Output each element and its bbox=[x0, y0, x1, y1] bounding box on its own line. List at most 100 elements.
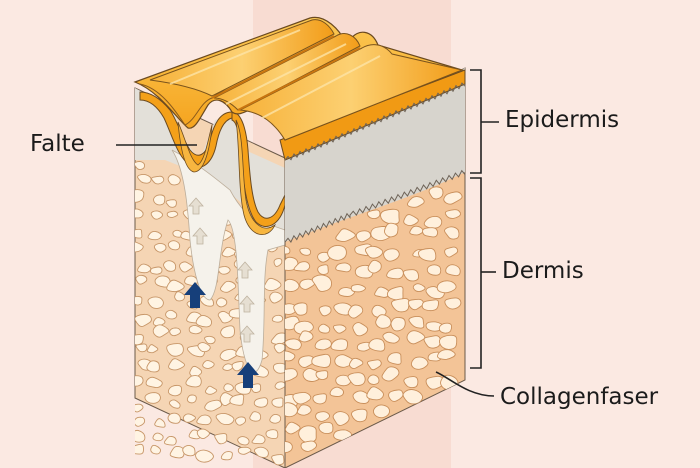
collagen-fiber bbox=[163, 260, 177, 272]
collagen-fiber bbox=[407, 196, 425, 208]
collagen-fiber bbox=[273, 258, 283, 267]
collagen-fiber bbox=[349, 357, 364, 369]
collagen-fiber bbox=[165, 199, 177, 208]
collagen-fiber bbox=[215, 412, 235, 426]
collagen-fiber bbox=[314, 338, 332, 351]
collagen-fiber bbox=[135, 375, 144, 387]
collagen-fiber bbox=[335, 228, 356, 242]
collagen-fiber bbox=[438, 334, 458, 350]
collagen-fiber bbox=[408, 315, 425, 329]
collagen-fiber bbox=[205, 385, 218, 395]
collagen-fiber bbox=[237, 446, 252, 455]
collagen-fiber bbox=[410, 356, 429, 370]
collagen-fiber bbox=[202, 360, 215, 369]
collagen-fiber bbox=[335, 374, 352, 387]
collagen-fiber bbox=[391, 298, 410, 313]
collagen-fiber bbox=[285, 402, 299, 418]
collagen-fiber bbox=[332, 324, 347, 334]
collagen-fiber bbox=[152, 432, 164, 442]
collagen-fiber bbox=[285, 278, 300, 292]
collagen-fiber bbox=[273, 342, 285, 354]
collagen-fiber bbox=[166, 210, 179, 218]
collagen-fiber bbox=[135, 228, 143, 239]
collagen-fiber bbox=[216, 297, 228, 308]
collagen-fiber bbox=[335, 262, 352, 273]
collagen-fiber bbox=[293, 320, 314, 335]
collagen-fiber bbox=[382, 331, 400, 344]
collagen-fiber bbox=[163, 435, 177, 446]
collagen-fiber bbox=[373, 404, 391, 419]
collagen-fiber bbox=[285, 421, 301, 435]
collagen-fiber bbox=[219, 348, 239, 362]
collagen-fiber bbox=[219, 280, 237, 293]
collagen-fiber bbox=[135, 208, 144, 219]
collagen-fiber bbox=[423, 215, 443, 229]
collagen-fiber bbox=[271, 397, 284, 408]
collagen-fiber bbox=[271, 314, 284, 323]
collagen-fiber bbox=[135, 241, 144, 253]
collagen-fiber bbox=[437, 349, 456, 360]
collagen-fibers-side bbox=[285, 186, 463, 454]
collagen-fiber bbox=[196, 428, 210, 440]
collagen-fiber bbox=[444, 297, 462, 310]
collagen-fiber bbox=[428, 186, 444, 200]
collagen-fiber bbox=[167, 412, 181, 424]
collagen-fiber bbox=[271, 454, 285, 466]
collagen-fiber bbox=[298, 330, 314, 343]
side-face bbox=[279, 67, 466, 468]
collagen-fiber bbox=[251, 434, 266, 445]
collagen-fiber bbox=[229, 393, 245, 406]
collagen-fiber bbox=[169, 327, 182, 337]
collagen-fiber bbox=[231, 360, 244, 372]
arrow-up-faded-icon bbox=[188, 197, 255, 343]
collagen-fiber bbox=[383, 248, 400, 262]
collagen-fiber bbox=[299, 278, 316, 290]
collagen-fiber bbox=[444, 246, 459, 258]
collagen-fiber bbox=[332, 411, 350, 426]
collagen-fiber bbox=[220, 451, 233, 461]
collagen-fiber bbox=[443, 191, 463, 205]
collagen-fiber bbox=[135, 313, 152, 328]
collagen-fiber bbox=[330, 338, 349, 351]
label-epidermis: Epidermis bbox=[505, 107, 620, 133]
collagen-fiber bbox=[285, 338, 302, 351]
collagen-fiber bbox=[274, 381, 285, 390]
collagen-fiber bbox=[298, 425, 317, 443]
collagen-fiber bbox=[137, 173, 152, 184]
collagen-fiber bbox=[347, 304, 364, 319]
collagen-fiber bbox=[135, 189, 145, 203]
collagen-fiber bbox=[167, 174, 181, 186]
collagen-fiber bbox=[418, 248, 437, 262]
collagen-fiber bbox=[386, 286, 404, 301]
collagen-fiber bbox=[197, 342, 211, 353]
collagen-fiber bbox=[445, 264, 461, 277]
collagen-fiber bbox=[167, 240, 181, 251]
collagen-fiber bbox=[186, 394, 197, 404]
collagen-fiber bbox=[135, 334, 144, 346]
collagen-fiber bbox=[270, 332, 285, 345]
collagen-fiber bbox=[265, 429, 279, 440]
arrow-up-icon bbox=[184, 282, 259, 388]
collagen-fiber bbox=[204, 399, 223, 412]
collagen-fiber bbox=[367, 259, 382, 274]
dermis-bracket bbox=[470, 177, 496, 369]
collagen-fiber bbox=[409, 225, 424, 236]
collagen-fiber bbox=[135, 343, 148, 353]
collagen-fiber bbox=[421, 299, 439, 312]
collagen-fiber bbox=[135, 274, 148, 285]
collagen-fiber bbox=[223, 383, 234, 392]
collagen-fiber bbox=[366, 386, 384, 401]
collagen-fiber bbox=[168, 358, 185, 371]
collagen-fiber bbox=[182, 413, 196, 423]
collagen-fiber bbox=[381, 366, 400, 382]
collagen-fiber bbox=[403, 214, 419, 227]
collagen-fiber bbox=[317, 264, 329, 275]
collagen-fiber bbox=[189, 365, 203, 378]
collagen-fiber bbox=[153, 194, 166, 206]
collagen-fiber bbox=[146, 344, 159, 354]
collagen-fiber bbox=[300, 440, 317, 452]
collagen-fiber bbox=[293, 261, 311, 272]
collagen-fiber bbox=[285, 245, 291, 255]
